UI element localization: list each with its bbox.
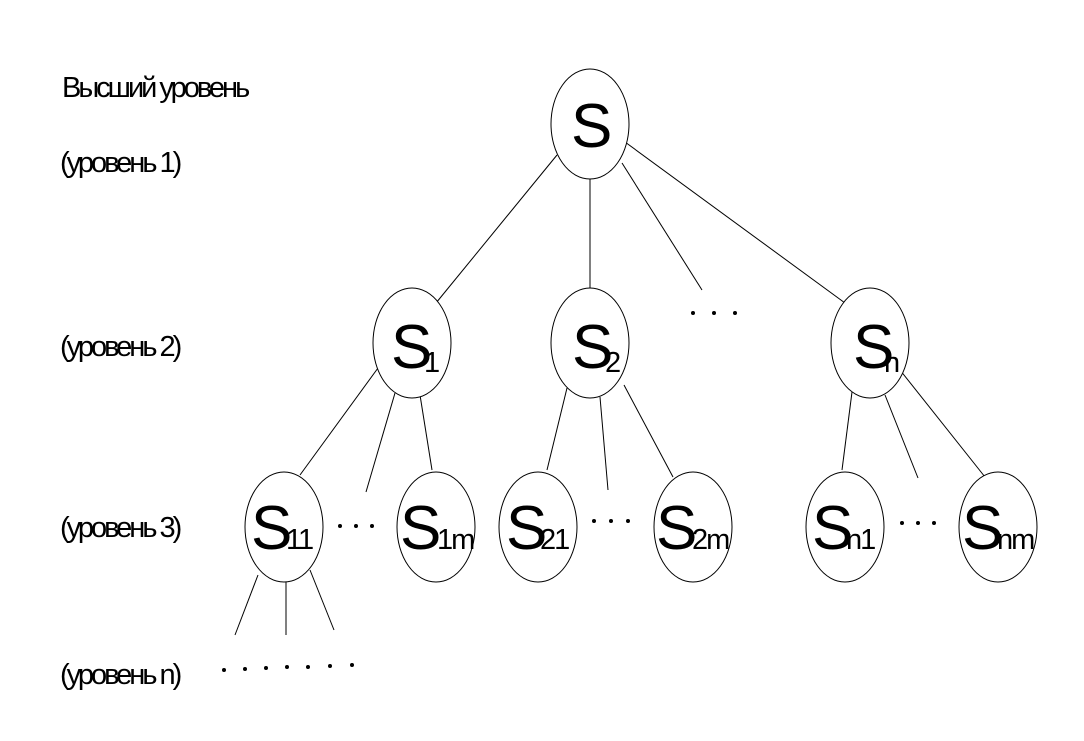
edge-s1-s1m [419, 394, 433, 471]
node-sn1-letter: S [812, 494, 853, 563]
edge-s11-child-1 [234, 574, 259, 636]
ellipsis-level2 [691, 311, 737, 315]
edge-s2-dots [599, 396, 609, 491]
level-3-label: (уровень 3) [60, 512, 181, 544]
node-snm-letter: S [962, 494, 1003, 563]
level-n-label: (уровень n) [60, 659, 181, 691]
node-s11-letter: S [251, 494, 292, 563]
node-s1-subscript: 1 [424, 347, 439, 379]
ellipsis-level-n [222, 663, 354, 672]
node-root: S [550, 68, 630, 180]
node-s2-subscript: 2 [605, 347, 620, 379]
node-snm-subscript: nm [997, 524, 1034, 556]
node-sn-letter: S [853, 313, 894, 382]
node-sn-subscript: n [884, 347, 899, 379]
node-s1m: S 1m [396, 471, 476, 583]
ellipsis-sn-children [900, 521, 936, 525]
node-s21: S 21 [498, 471, 578, 583]
node-s2m: S 2m [653, 471, 733, 583]
node-sn1-subscript: n1 [846, 524, 875, 556]
edge-s2-s21 [546, 387, 568, 471]
edge-sn-dots [884, 394, 919, 479]
node-s21-subscript: 21 [540, 524, 569, 556]
ellipsis-s1-children [338, 524, 374, 528]
edge-root-dots [621, 162, 703, 291]
node-sn1: S n1 [805, 471, 885, 583]
edge-s1-s11 [299, 367, 379, 476]
node-s2: S 2 [550, 287, 630, 399]
edge-sn-sn1 [841, 391, 853, 471]
ellipsis-s2-children [592, 519, 630, 523]
edge-s2-s2m [623, 384, 674, 478]
node-root-letter: S [571, 92, 612, 161]
level-labels: Высший уровень (уровень 1) (уровень 2) (… [60, 72, 252, 691]
node-s1m-subscript: 1m [437, 524, 474, 556]
edge-s1-dots [365, 392, 396, 493]
edge-sn-snm [899, 369, 986, 478]
top-level-title: Высший уровень [62, 72, 249, 104]
node-snm: S nm [958, 471, 1038, 583]
node-s1m-letter: S [400, 494, 441, 563]
node-s2m-subscript: 2m [692, 524, 729, 556]
node-s21-letter: S [506, 494, 547, 563]
node-s2-letter: S [572, 313, 613, 382]
level-2-label: (уровень 2) [60, 331, 181, 363]
node-s11-subscript: 11 [286, 524, 313, 556]
node-s11: S 11 [244, 471, 324, 583]
edge-root-s1 [435, 154, 558, 304]
node-s1-letter: S [391, 313, 432, 382]
node-s2m-letter: S [656, 494, 697, 563]
node-sn: S n [830, 287, 910, 399]
edge-s11-child-3 [309, 569, 335, 631]
edge-root-sn [624, 141, 846, 304]
node-s1: S 1 [372, 287, 452, 399]
edges [234, 141, 986, 636]
level-1-label: (уровень 1) [60, 147, 181, 179]
